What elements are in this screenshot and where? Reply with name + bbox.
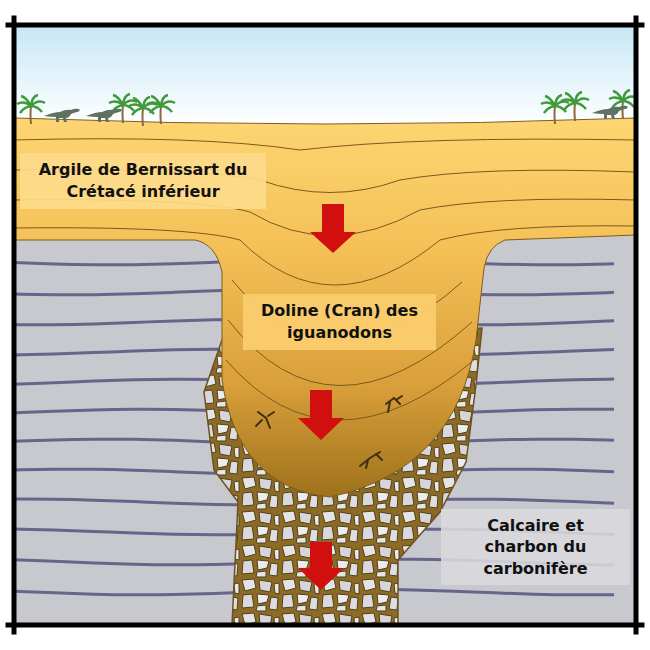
clay-layer xyxy=(14,118,636,497)
label-text: Calcaire et charbon du carbonifère xyxy=(449,515,622,580)
subsidence-arrows xyxy=(298,204,356,590)
label-text: Argile de Bernissart du Crétacé inférieu… xyxy=(28,159,258,202)
clay-bedding xyxy=(14,139,636,420)
label-text: Doline (Cran) des iguanodons xyxy=(251,300,428,343)
frame xyxy=(8,18,642,632)
bedrock-label: Calcaire et charbon du carbonifère xyxy=(441,509,630,586)
sky xyxy=(14,25,636,125)
sinkhole-label: Doline (Cran) des iguanodons xyxy=(243,294,436,349)
layer-label: Argile de Bernissart du Crétacé inférieu… xyxy=(20,153,266,208)
surface-life xyxy=(17,90,637,126)
